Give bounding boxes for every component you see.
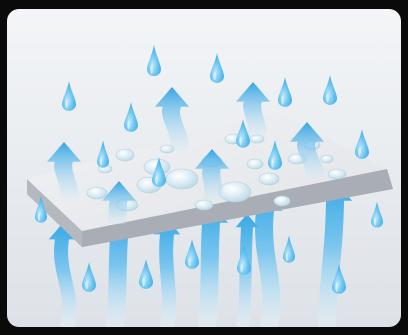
illustration <box>7 9 401 327</box>
bubble <box>247 159 263 169</box>
bubble <box>195 200 213 210</box>
bubble <box>116 149 134 161</box>
bubble <box>321 155 333 163</box>
bubble <box>274 196 290 206</box>
illustration-panel <box>7 9 401 327</box>
bubble <box>259 173 279 185</box>
bubble <box>166 169 198 189</box>
bubble <box>87 187 107 199</box>
bubble <box>219 182 251 202</box>
bubble <box>328 169 346 179</box>
